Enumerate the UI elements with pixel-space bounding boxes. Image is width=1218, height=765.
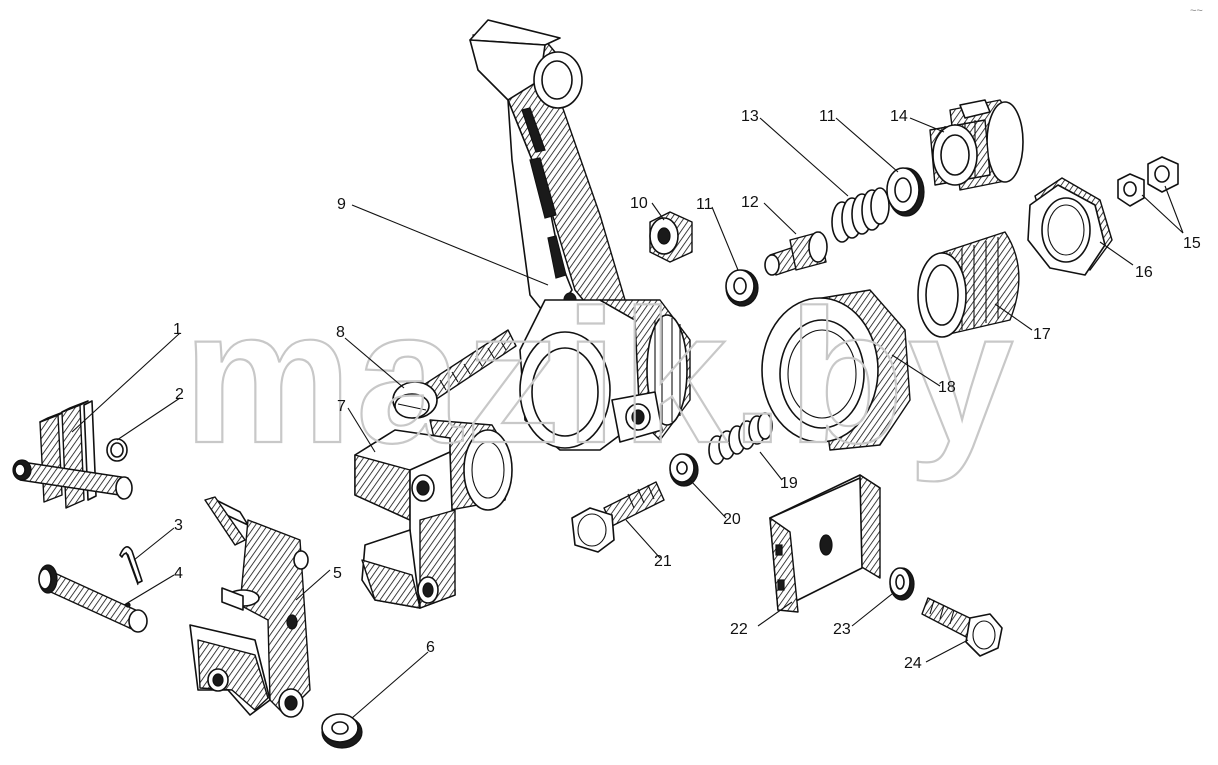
callout-2: 2	[175, 386, 184, 403]
part-20-washer	[669, 453, 699, 487]
part-5-lever-bracket	[189, 496, 311, 718]
part-6-washer	[321, 713, 363, 749]
callout-5: 5	[333, 565, 342, 582]
callout-24: 24	[904, 655, 922, 672]
callout-6: 6	[426, 639, 435, 656]
part-10-nut	[649, 211, 693, 263]
callout-14: 14	[890, 108, 908, 125]
leader-lines	[71, 117, 1184, 719]
callout-11-b: 11	[819, 108, 836, 125]
callout-7: 7	[337, 398, 346, 415]
corner-mark: ~~	[1190, 5, 1203, 17]
part-15-nut-pair	[1117, 156, 1179, 207]
part-13-spring	[831, 187, 890, 243]
callout-19: 19	[780, 475, 798, 492]
part-7-mount-bracket	[354, 419, 513, 609]
part-18-union-nut	[761, 289, 911, 451]
callout-3: 3	[174, 517, 183, 534]
callout-16: 16	[1135, 264, 1153, 281]
callout-15: 15	[1183, 235, 1201, 252]
callout-13: 13	[741, 108, 759, 125]
part-4-clevis-pin	[38, 564, 148, 633]
part-12-stepped-pin	[764, 231, 828, 276]
part-14-threaded-plug	[929, 99, 1024, 191]
part-8-screw	[392, 329, 517, 419]
part-24-bolt	[921, 597, 1003, 657]
part-11-washer-b	[886, 167, 925, 217]
callout-20: 20	[723, 511, 741, 528]
part-23-spring-washer	[889, 567, 915, 601]
callout-10: 10	[630, 195, 648, 212]
part-11-washer-a	[725, 269, 759, 307]
callout-12: 12	[741, 194, 759, 211]
callout-17: 17	[1033, 326, 1051, 343]
callout-1: 1	[173, 321, 182, 338]
callout-11-a: 11	[696, 196, 713, 213]
part-22-plate	[769, 474, 881, 613]
part-9-main-lever	[469, 19, 691, 451]
callout-9: 9	[337, 196, 346, 213]
part-17-threaded-sleeve	[917, 231, 1020, 338]
part-1-fork-bracket	[12, 400, 133, 509]
callout-23: 23	[833, 621, 851, 638]
watermark: mazik.by	[183, 271, 1018, 483]
callout-8: 8	[336, 324, 345, 341]
callout-labels: 1 2 3 4 5 6 7 8 9 10 11 12 13 11 14 15 1…	[173, 108, 1201, 672]
callout-4: 4	[174, 565, 183, 582]
callout-21: 21	[654, 553, 672, 570]
part-21-bolt	[571, 481, 665, 553]
part-19-spring	[708, 412, 773, 465]
part-16-hex-nut	[1027, 177, 1113, 276]
callout-18: 18	[938, 379, 956, 396]
callout-22: 22	[730, 621, 748, 638]
part-3-cotter-pin	[119, 546, 143, 586]
part-2-snap-ring	[106, 438, 128, 462]
